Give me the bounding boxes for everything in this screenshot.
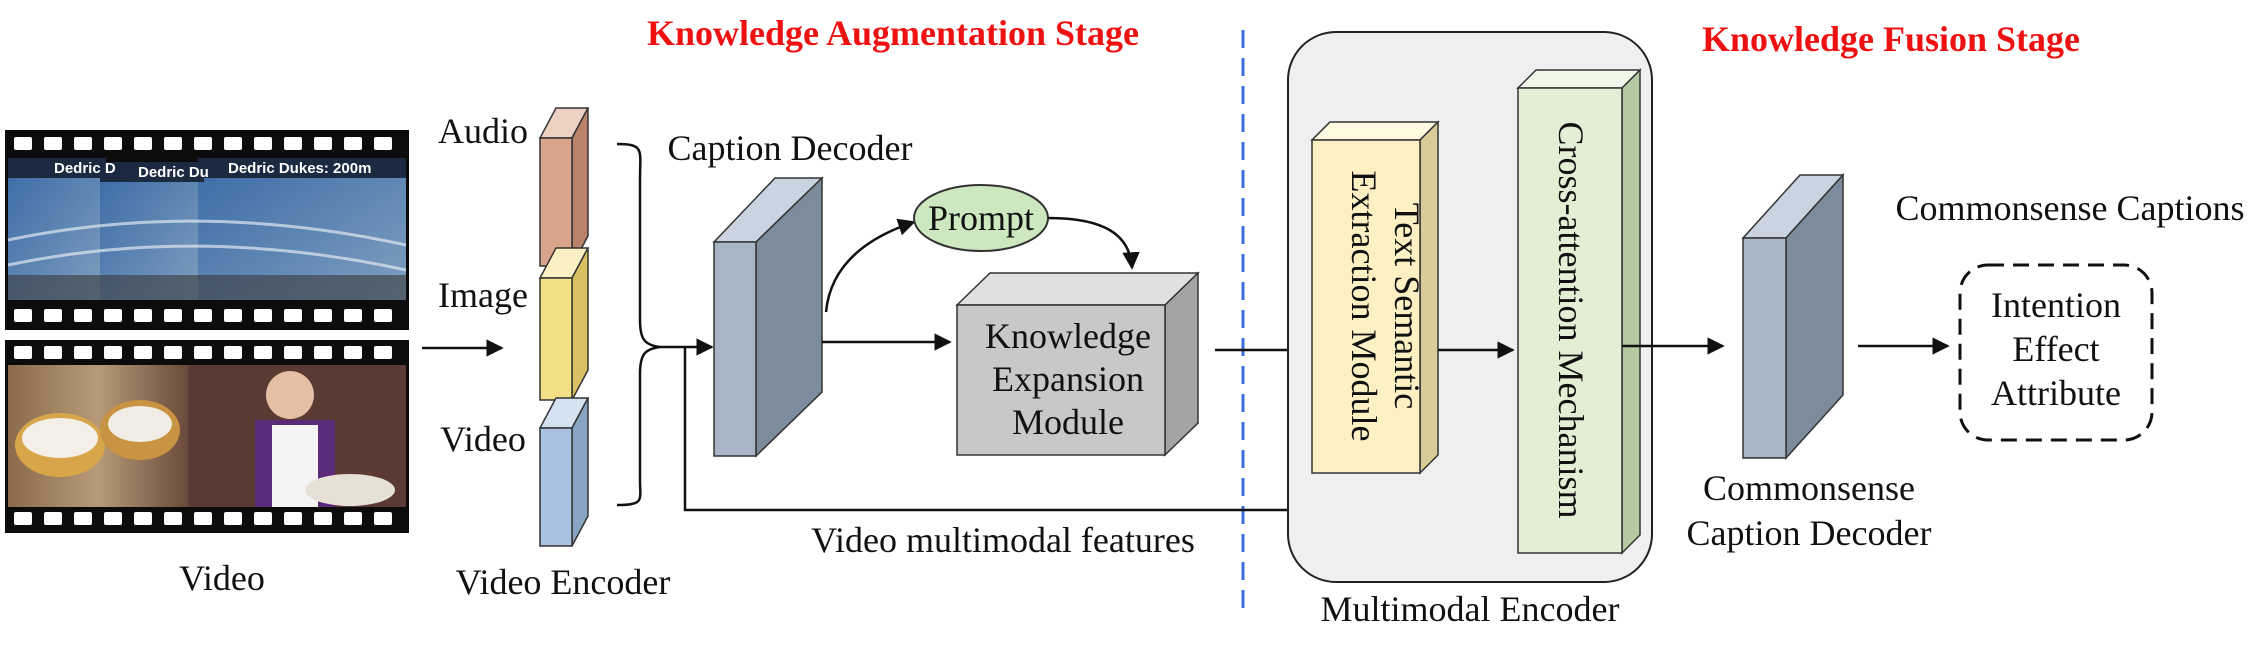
expansion-line-2: Expansion	[992, 359, 1144, 399]
commonsense-captions-box	[1958, 263, 2154, 442]
frame-caption-1: Dedric D	[54, 160, 116, 177]
caption-intention: Intention	[1991, 285, 2121, 325]
caption-effect: Effect	[2012, 329, 2099, 369]
video-encoder-label: Video Encoder	[456, 562, 671, 602]
prompt-label: Prompt	[928, 198, 1034, 238]
arrow-decoder-to-prompt	[824, 218, 916, 313]
modality-video-label: Video	[440, 419, 526, 459]
commonsense-decoder-block	[1741, 173, 1845, 460]
cross-attention-module	[1516, 68, 1642, 555]
video-features-label: Video multimodal features	[811, 520, 1195, 560]
film-sprocket-holes	[14, 137, 392, 322]
expansion-line-3: Module	[1012, 402, 1124, 442]
commonsense-captions-title: Commonsense Captions	[1896, 188, 2245, 228]
knowledge-expansion-module	[955, 271, 1200, 457]
arrow-video-features-to-cross-attention	[683, 347, 1520, 519]
commonsense-decoder-line-1: Commonsense	[1703, 468, 1915, 508]
cross-attention-label: Cross-attention Mechanism	[1551, 122, 1591, 519]
expansion-line-1: Knowledge	[985, 316, 1151, 356]
video-filmstrip-top: Dedric D Dedric Du Dedric Dukes: 200m	[5, 130, 409, 330]
film-sprocket-holes-bottom	[14, 346, 392, 525]
caption-attribute: Attribute	[1991, 373, 2121, 413]
text-semantic-line-2: Extraction Module	[1344, 171, 1384, 442]
encoder-output-brace	[616, 142, 661, 507]
caption-decoder-label: Caption Decoder	[668, 128, 913, 168]
text-semantic-extraction-module	[1310, 120, 1440, 475]
image-feature-block	[538, 247, 590, 401]
modality-image-label: Image	[438, 275, 528, 315]
arrow-prompt-to-expansion	[1047, 216, 1140, 270]
augmentation-stage-title: Knowledge Augmentation Stage	[647, 13, 1139, 53]
fusion-stage-title: Knowledge Fusion Stage	[1702, 19, 2080, 59]
video-feature-block	[538, 397, 590, 547]
text-semantic-line-1: Text Semantic	[1387, 203, 1427, 409]
commonsense-decoder-line-2: Caption Decoder	[1687, 513, 1932, 553]
frame-caption-3: Dedric Dukes: 200m	[228, 160, 371, 177]
video-filmstrip-bottom	[5, 340, 409, 533]
modality-audio-label: Audio	[438, 111, 528, 151]
video-input-label: Video	[179, 558, 265, 598]
multimodal-encoder-label: Multimodal Encoder	[1321, 589, 1620, 629]
audio-feature-block	[538, 107, 590, 267]
caption-decoder-block	[712, 176, 824, 458]
frame-caption-2: Dedric Du	[138, 164, 209, 181]
